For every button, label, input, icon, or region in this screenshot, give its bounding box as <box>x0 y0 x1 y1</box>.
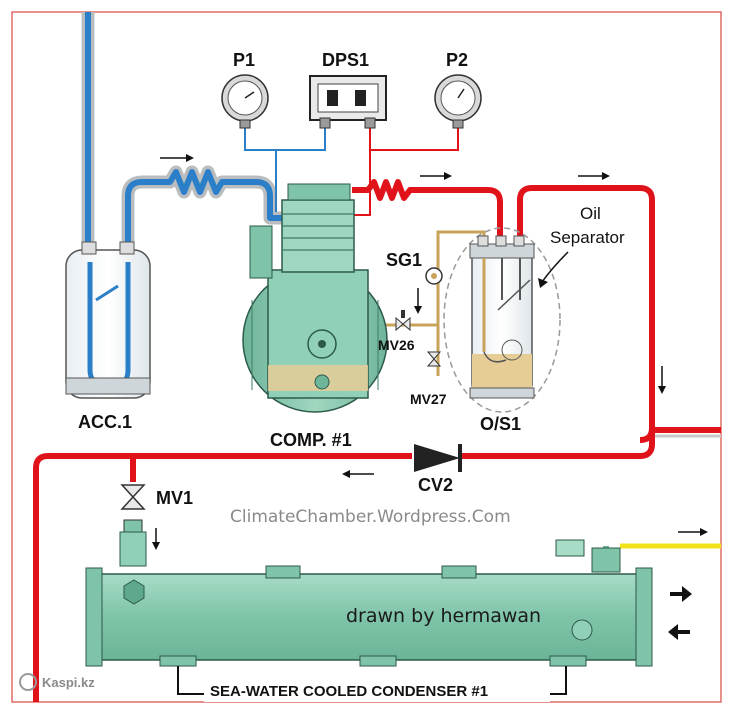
condenser-shell <box>85 539 653 695</box>
label-comp1: COMP. #1 <box>270 430 352 450</box>
valve-icon <box>426 351 442 367</box>
flow-arrow-icon <box>670 586 692 602</box>
flow-arrow-icon <box>658 366 666 394</box>
differential-pressure-switch-dps1 <box>309 75 387 129</box>
label-mv27: MV27 <box>410 391 447 407</box>
valve-icon <box>119 484 147 567</box>
pressure-gauge-p1 <box>221 74 269 129</box>
label-mv26: MV26 <box>378 337 415 353</box>
flow-arrow-icon <box>160 154 194 162</box>
kaspi-logo: Kaspi.kz <box>19 673 95 691</box>
label-os1: O/S1 <box>480 414 521 434</box>
valve-icon <box>395 310 411 332</box>
label-p1: P1 <box>233 50 255 70</box>
flow-arrow-icon <box>678 528 708 536</box>
condenser-label-bg <box>204 678 550 702</box>
discharge-line <box>33 124 721 702</box>
compressor-comp1 <box>242 183 388 413</box>
label-acc1: ACC.1 <box>78 412 132 432</box>
water-line <box>603 543 721 570</box>
label-dps1: DPS1 <box>322 50 369 70</box>
pressure-gauge-p2 <box>434 74 482 129</box>
check-valve-icon <box>414 444 462 472</box>
label-p2: P2 <box>446 50 468 70</box>
label-oil-separator-2: Separator <box>550 228 625 247</box>
flow-arrow-icon <box>414 288 422 314</box>
accumulator-acc1 <box>65 241 151 399</box>
credit-text: drawn by hermawan <box>346 605 541 627</box>
watermark: ClimateChamber.Wordpress.Com <box>230 507 511 527</box>
flow-arrow-icon <box>578 172 610 180</box>
label-cv2: CV2 <box>418 475 453 495</box>
label-mv1: MV1 <box>156 488 193 508</box>
flow-arrow-icon <box>152 528 160 550</box>
flow-arrow-icon <box>420 172 452 180</box>
logo-text: Kaspi.kz <box>42 675 95 690</box>
label-sg1: SG1 <box>386 250 422 270</box>
flow-arrow-icon <box>668 624 690 640</box>
label-condenser: SEA-WATER COOLED CONDENSER #1 <box>210 683 488 700</box>
suction-line <box>81 12 326 250</box>
sight-glass-icon <box>425 267 443 285</box>
oil-separator-os1 <box>443 227 561 413</box>
label-oil-separator-1: Oil <box>580 204 601 223</box>
flow-arrow-icon <box>342 470 374 478</box>
